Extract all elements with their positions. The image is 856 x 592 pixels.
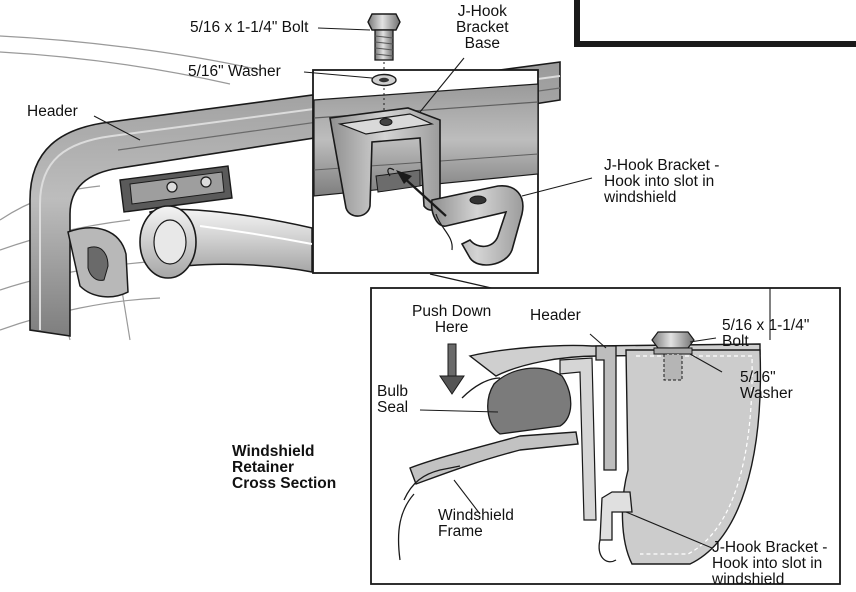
label-top-bolt: 5/16 x 1-1/4" Bolt (190, 19, 309, 36)
label-bulb-seal: Bulb Seal (377, 383, 409, 416)
label-top-washer: 5/16" Washer (188, 63, 281, 80)
label-windshield-frame: Windshield Frame (438, 507, 514, 540)
label-push-down: Push Down Here (412, 303, 492, 336)
screw-icon (166, 181, 178, 193)
label-jhook-base: J-Hook Bracket Base (456, 3, 509, 52)
bulb-seal (487, 367, 572, 435)
label-jhook-bracket-top: J-Hook Bracket - Hook into slot in winds… (604, 157, 720, 206)
insert-arrow-icon (387, 167, 447, 217)
label-header-main: Header (27, 103, 78, 120)
label-washer-inset: 5/16" Washer (740, 369, 793, 402)
roll-bar-tube (139, 205, 313, 279)
label-bolt-inset: 5/16 x 1-1/4" Bolt (722, 317, 810, 350)
leader-lines (93, 27, 771, 549)
label-jhook-bracket-bottom: J-Hook Bracket - Hook into slot in winds… (712, 539, 828, 588)
label-header-inset: Header (530, 307, 581, 324)
washer-part (371, 73, 397, 112)
screw-icon (200, 176, 212, 188)
header-mount-plate (119, 165, 233, 213)
top-right-frame (574, 0, 856, 47)
bolt-part (367, 13, 401, 72)
label-cross-section-title: Windshield Retainer Cross Section (232, 443, 337, 492)
cross-section-bolt (651, 331, 695, 381)
jhook-bracket-part (430, 185, 524, 266)
side-clamp (67, 227, 129, 298)
cross-section-jhook (598, 349, 762, 565)
windshield-frame-lip (397, 377, 579, 561)
push-down-arrow-icon (439, 343, 465, 395)
